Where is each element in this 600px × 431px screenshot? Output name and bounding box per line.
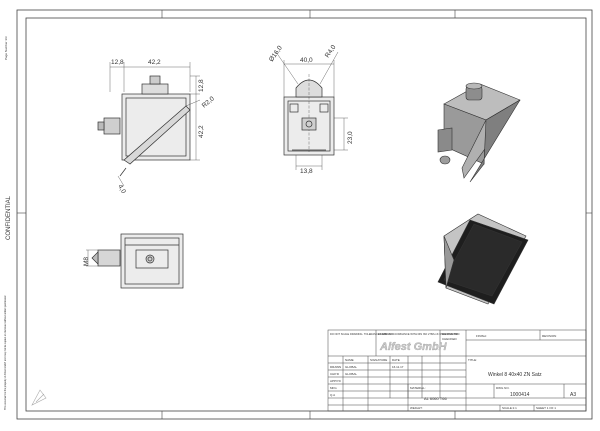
iso-view-bottom — [437, 213, 529, 305]
tb-row-mfg: MFG — [330, 386, 337, 390]
tb-title-label: TITLE: — [468, 358, 477, 362]
tb-sheet-no: SHEET 1 OF 1 — [536, 406, 556, 410]
tb-dwg-no: 1000414 — [510, 392, 530, 398]
tb-company-label: COMPANY: — [378, 332, 394, 336]
zone-ticks — [17, 10, 592, 419]
dim-front-width-main: 42,2 — [148, 59, 161, 66]
inner-border — [25, 17, 587, 412]
tb-drawn-by: DRAWN BY — [442, 332, 458, 336]
dim-side-width: 40,0 — [300, 57, 313, 64]
side-view — [283, 74, 335, 156]
tb-company: Alfest GmbH — [379, 341, 448, 353]
tb-chk-name: GLOBAL — [345, 372, 357, 376]
dim-bottom-thread: M8 — [83, 257, 90, 266]
tb-row-drawn: DRAWN — [330, 365, 341, 369]
tb-material: AL 6060 T66 — [424, 396, 447, 401]
bottom-view — [91, 233, 184, 289]
dim-side-bottom: 13,8 — [300, 168, 313, 175]
dim-front-radius: R2,0 — [201, 95, 216, 109]
tb-scale: SCALE:1:1 — [502, 406, 517, 410]
tb-material-label: MATERIAL: — [410, 386, 426, 390]
tb-row-appvd: APPV'D — [330, 379, 342, 383]
side-dimensions — [275, 51, 348, 170]
dim-side-height: 23,0 — [347, 131, 354, 144]
corner-logo-icon — [31, 389, 47, 406]
dim-front-height-main: 42,2 — [198, 125, 205, 138]
tb-checked: CHECKED — [442, 337, 458, 341]
tb-col-date: DATE — [392, 358, 400, 362]
bottom-dimensions — [86, 249, 98, 267]
dim-front-height-top: 12,8 — [198, 79, 205, 92]
iso-view-top — [437, 82, 521, 183]
tb-revision-label: REVISION — [542, 334, 556, 338]
dim-front-diag: 4,0 — [116, 184, 127, 196]
tb-notes: DO NOT SCALE DRAWING. TOLERANCES ARE IN … — [330, 332, 460, 336]
tb-col-name: NAME — [345, 358, 354, 362]
legal-note: This document is the property of Alfest … — [4, 295, 7, 410]
tb-drawn-date: 16.11.17 — [392, 365, 404, 369]
tb-col-signature: SIGNATURE — [370, 358, 387, 362]
tb-drawn-name: GLOBAL — [345, 365, 357, 369]
tb-row-chkd: CHK'D — [330, 372, 340, 376]
page-number-note: Page Number 3/3 — [4, 36, 8, 60]
front-view — [97, 75, 191, 177]
confidential-note: CONFIDENTIAL — [6, 195, 12, 240]
tb-title: Winkel 8 40x40 ZN Satz — [488, 372, 542, 378]
dim-side-radius: R4,0 — [324, 44, 338, 60]
tb-finish-label: FINISH: — [476, 334, 487, 338]
dim-front-width-left: 12,8 — [111, 59, 124, 66]
outer-border — [16, 9, 593, 420]
front-dimensions — [109, 62, 201, 187]
tb-dwg-label: DWG NO. — [496, 386, 510, 390]
title-block — [327, 329, 587, 412]
tb-weight-label: WEIGHT: — [410, 406, 423, 410]
tb-row-qa: Q.A — [330, 393, 335, 397]
tb-size: A3 — [570, 392, 576, 398]
